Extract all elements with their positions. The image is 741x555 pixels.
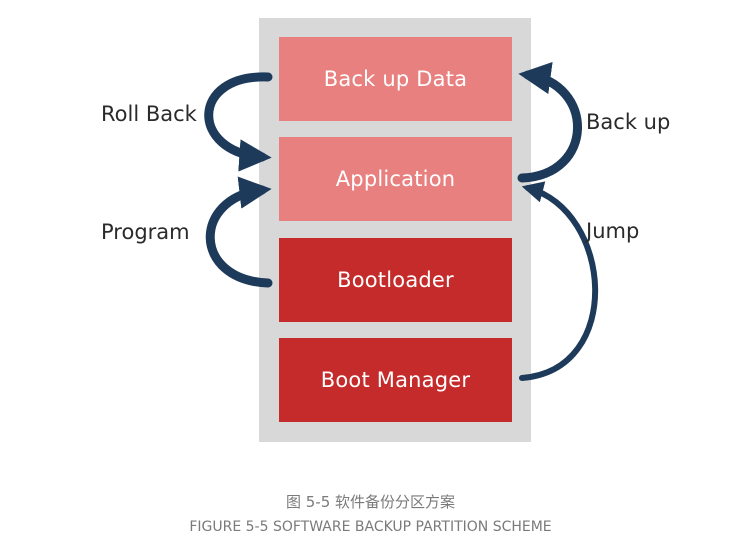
boot-manager-block: Boot Manager	[279, 338, 512, 422]
backup-data-label: Back up Data	[323, 67, 468, 91]
program-label: Program	[101, 220, 190, 244]
roll-back-label: Roll Back	[101, 102, 197, 126]
bootloader-block: Bootloader	[279, 238, 512, 322]
roll-back-arrow	[204, 72, 273, 172]
caption-chinese: 图 5-5 软件备份分区方案	[285, 493, 456, 511]
boot-manager-label: Boot Manager	[320, 368, 471, 392]
jump-arrow	[519, 181, 599, 381]
back-up-label: Back up	[586, 110, 671, 134]
application-label: Application	[335, 167, 456, 191]
caption-english: FIGURE 5-5 SOFTWARE BACKUP PARTITION SCH…	[189, 519, 552, 535]
jump-label: Jump	[586, 219, 640, 243]
backup-data-block: Back up Data	[279, 37, 512, 121]
application-block: Application	[279, 137, 512, 221]
program-arrow	[205, 176, 273, 288]
bootloader-label: Bootloader	[337, 268, 454, 292]
back-up-arrow	[517, 61, 582, 183]
